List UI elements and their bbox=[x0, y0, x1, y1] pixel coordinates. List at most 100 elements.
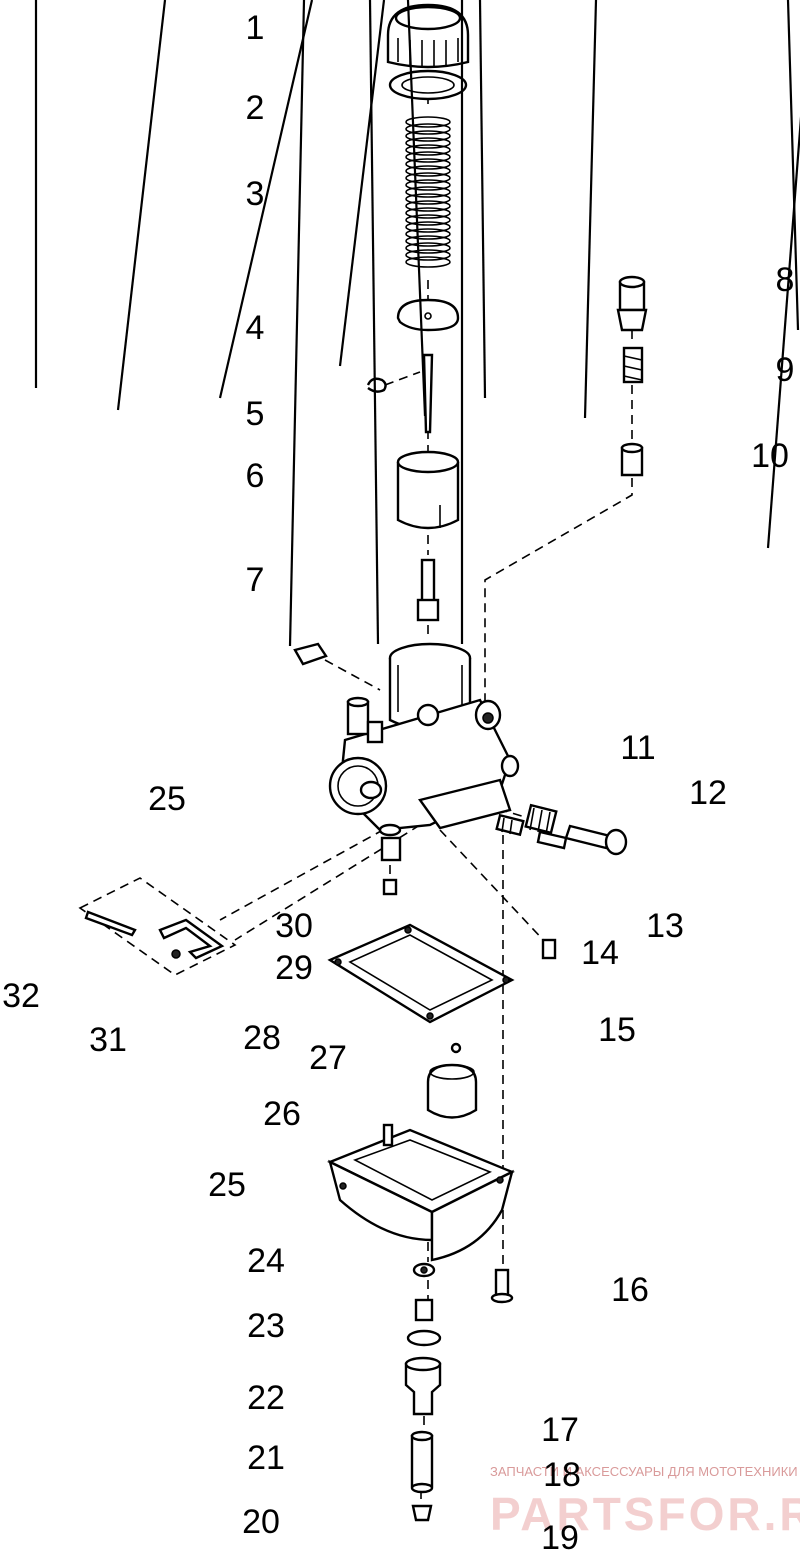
callout-label-23: 23 bbox=[247, 1307, 285, 1345]
spring-coil bbox=[405, 172, 451, 184]
spring-coil bbox=[405, 242, 451, 254]
part-30-washer bbox=[378, 823, 402, 837]
part-32-float-arm bbox=[78, 877, 237, 976]
callout-label-24: 24 bbox=[247, 1242, 285, 1280]
leader-line-9 bbox=[368, 0, 380, 645]
spring-coil bbox=[405, 116, 451, 128]
leader-line-7 bbox=[583, 0, 598, 419]
spring-coil bbox=[405, 179, 451, 191]
callout-label-1: 1 bbox=[246, 9, 265, 47]
leader-lines bbox=[34, 0, 800, 647]
part-10-plunger bbox=[620, 442, 644, 477]
part-4-e-clip bbox=[366, 377, 387, 393]
callout-label-15: 15 bbox=[598, 1011, 636, 1049]
leader-line-6 bbox=[478, 0, 487, 399]
part-21-jet-holder bbox=[404, 1356, 442, 1416]
part-19-screw bbox=[411, 1504, 433, 1522]
callout-label-2: 2 bbox=[246, 89, 265, 127]
part-14-spring bbox=[495, 813, 525, 837]
spring-coil bbox=[405, 186, 451, 198]
part-5-jet-needle bbox=[422, 353, 434, 434]
callout-label-30: 30 bbox=[275, 907, 313, 945]
spring-coil bbox=[405, 123, 451, 135]
part-2-spring bbox=[405, 116, 451, 268]
part-7-needle-jet bbox=[416, 558, 440, 622]
callout-label-14: 14 bbox=[581, 934, 619, 972]
callout-label-8: 8 bbox=[776, 261, 795, 299]
callout-label-20: 20 bbox=[242, 1503, 280, 1541]
callout-label-11: 11 bbox=[620, 729, 655, 767]
part-15-pin bbox=[541, 938, 557, 960]
spring-coil bbox=[405, 165, 451, 177]
callout-label-22: 22 bbox=[247, 1379, 285, 1417]
spring-coil bbox=[405, 235, 451, 247]
callout-label-29: 29 bbox=[275, 949, 313, 987]
part-6-throttle-slide bbox=[396, 450, 460, 530]
watermark-tagline: ЗАПЧАСТИ И АКСЕССУАРЫ ДЛЯ МОТОТЕХНИКИ bbox=[490, 1464, 798, 1479]
spring-coil bbox=[405, 256, 451, 268]
callout-label-5: 5 bbox=[246, 395, 265, 433]
spring-coil bbox=[405, 249, 451, 261]
callout-label-16: 16 bbox=[611, 1271, 649, 1309]
spring-coil bbox=[405, 200, 451, 212]
part-11-spring bbox=[524, 803, 558, 835]
callout-label-19: 19 bbox=[541, 1519, 579, 1557]
callout-label-9: 9 bbox=[776, 351, 795, 389]
leader-line-11 bbox=[766, 116, 800, 549]
callout-label-27: 27 bbox=[309, 1039, 347, 1077]
part-13-pilot-screw bbox=[536, 830, 568, 850]
spring-coil bbox=[405, 130, 451, 142]
callout-label-31: 31 bbox=[89, 1021, 127, 1059]
watermark: ЗАПЧАСТИ И АКСЕССУАРЫ ДЛЯ МОТОТЕХНИКИ PA… bbox=[490, 1464, 800, 1540]
leader-line-5 bbox=[406, 0, 427, 417]
callout-label-4: 4 bbox=[246, 309, 265, 347]
part-27-float-needle bbox=[450, 1042, 462, 1054]
spring-coil bbox=[405, 214, 451, 226]
part-17-drain-tube bbox=[410, 1430, 434, 1488]
callout-labels: 1234567891011121314151617181920212223242… bbox=[2, 9, 794, 1557]
part-24-washer bbox=[412, 1262, 436, 1278]
part-22-o-ring bbox=[406, 1329, 442, 1347]
part-18-plug bbox=[410, 1482, 434, 1494]
spring-coil bbox=[405, 207, 451, 219]
spring-coil bbox=[405, 144, 451, 156]
part-25-float-bowl bbox=[327, 1123, 515, 1262]
part-28-gasket bbox=[327, 923, 515, 1024]
callout-label-17: 17 bbox=[541, 1411, 579, 1449]
carburetor-body bbox=[293, 642, 520, 832]
callout-label-12: 12 bbox=[689, 774, 727, 812]
callout-label-32: 32 bbox=[2, 977, 40, 1015]
callout-label-6: 6 bbox=[246, 457, 265, 495]
callout-label-10: 10 bbox=[751, 437, 789, 475]
callout-label-18: 18 bbox=[543, 1456, 581, 1494]
spring-coil bbox=[405, 151, 451, 163]
spring-coil bbox=[405, 193, 451, 205]
callout-label-28: 28 bbox=[243, 1019, 281, 1057]
callout-label-25a: 25 bbox=[148, 780, 186, 818]
callout-label-7: 7 bbox=[246, 561, 265, 599]
part-8-air-screw bbox=[616, 275, 648, 332]
leader-line-4 bbox=[338, 0, 386, 367]
spring-coil bbox=[405, 221, 451, 233]
part-9-spring bbox=[622, 346, 644, 384]
part-26-float bbox=[426, 1063, 478, 1119]
spring-coil bbox=[405, 158, 451, 170]
callout-label-21: 21 bbox=[247, 1439, 285, 1477]
callout-label-25b: 25 bbox=[208, 1166, 246, 1204]
spring-coil bbox=[405, 137, 451, 149]
part-12-idle-screw bbox=[564, 824, 628, 856]
leader-line-25a bbox=[786, 0, 800, 331]
leader-line-2 bbox=[116, 0, 167, 411]
part-29-pilot-jet bbox=[380, 836, 402, 896]
callout-label-26: 26 bbox=[263, 1095, 301, 1133]
part-16-bolt bbox=[490, 1268, 514, 1304]
part-31-float-pin bbox=[158, 918, 225, 960]
part-23-main-jet bbox=[414, 1298, 434, 1322]
part-1-top-cap bbox=[386, 3, 470, 101]
callout-label-3: 3 bbox=[246, 175, 265, 213]
leader-line-8 bbox=[288, 0, 306, 647]
spring-coil bbox=[405, 228, 451, 240]
part-3-needle-retainer bbox=[396, 298, 460, 332]
